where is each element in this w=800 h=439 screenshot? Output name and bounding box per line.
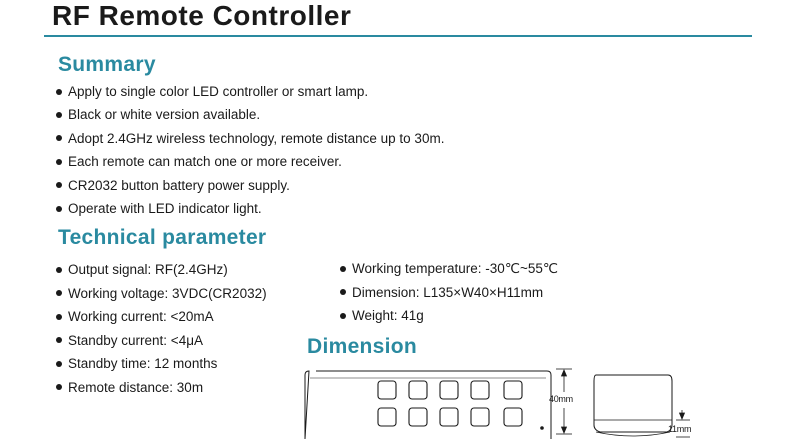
remote-top-view — [304, 370, 552, 439]
remote-side-view — [593, 374, 673, 437]
param-item: Working current: <20mA — [56, 305, 267, 329]
dimension-heading: Dimension — [307, 335, 418, 358]
param-item: Output signal: RF(2.4GHz) — [56, 258, 267, 282]
technical-heading: Technical parameter — [58, 226, 267, 249]
param-item: Standby current: <4μA — [56, 329, 267, 353]
remote-buttons — [377, 380, 523, 427]
param-item: Weight: 41g — [340, 304, 558, 328]
height-dimension-label: 11mm — [668, 424, 692, 434]
summary-heading: Summary — [58, 53, 156, 76]
summary-item: Apply to single color LED controller or … — [56, 80, 444, 103]
param-item: Standby time: 12 months — [56, 352, 267, 376]
param-item: Working temperature: -30℃~55℃ — [340, 257, 558, 281]
summary-item: Each remote can match one or more receiv… — [56, 150, 444, 173]
summary-item: CR2032 button battery power supply. — [56, 174, 444, 197]
summary-list: Apply to single color LED controller or … — [56, 80, 444, 220]
summary-item: Adopt 2.4GHz wireless technology, remote… — [56, 127, 444, 150]
technical-list-left: Output signal: RF(2.4GHz) Working voltag… — [56, 258, 267, 399]
param-item: Remote distance: 30m — [56, 376, 267, 400]
width-dimension-label: 40mm — [549, 394, 573, 404]
summary-item: Operate with LED indicator light. — [56, 197, 444, 220]
summary-item: Black or white version available. — [56, 103, 444, 126]
led-indicator — [540, 426, 544, 430]
technical-list-right: Working temperature: -30℃~55℃ Dimension:… — [340, 257, 558, 328]
title-divider — [44, 35, 752, 37]
width-dimension-line — [556, 368, 572, 435]
param-item: Working voltage: 3VDC(CR2032) — [56, 282, 267, 306]
height-dimension-line — [676, 410, 690, 438]
param-item: Dimension: L135×W40×H11mm — [340, 281, 558, 305]
page-title: RF Remote Controller — [52, 0, 352, 31]
